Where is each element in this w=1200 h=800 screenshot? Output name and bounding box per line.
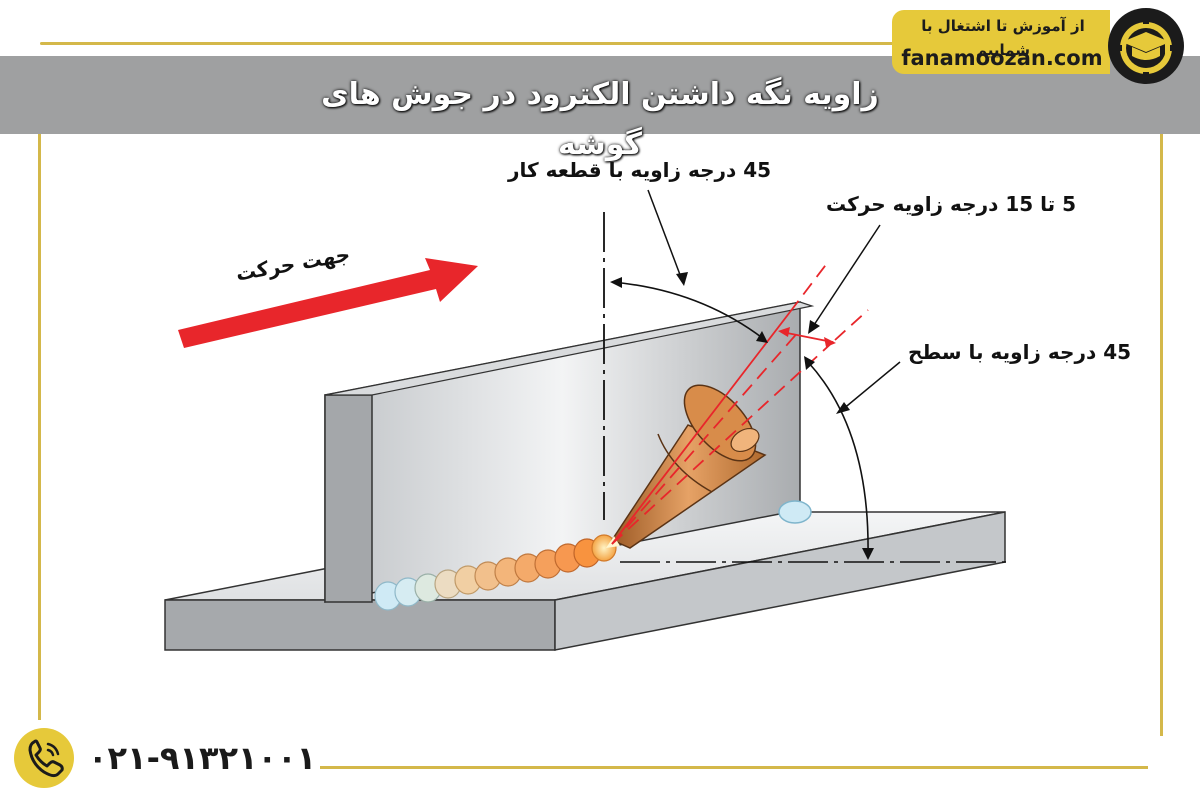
page-title: زاویه نگه داشتن الکترود در جوش های گوشه — [321, 77, 879, 162]
electrode — [606, 384, 767, 549]
phone-number[interactable]: ۰۲۱-۹۱۳۲۱۰۰۱ — [88, 739, 317, 777]
angle-guides — [611, 261, 869, 545]
frame-line-right — [1160, 96, 1163, 736]
weld-bead — [374, 534, 617, 611]
travel-angle-label: 5 تا 15 درجه زاویه حرکت — [826, 192, 1077, 216]
brand-url[interactable]: fanamoozan.com — [901, 46, 1103, 70]
frame-line-top — [40, 42, 900, 45]
brand-banner — [892, 10, 1110, 74]
work-angle-label: 45 درجه زاویه با قطعه کار — [508, 158, 772, 182]
brand-slogan: از آموزش تا اشتغال با شماییم — [921, 17, 1085, 59]
frame-line-left — [38, 60, 41, 720]
angle-arcs — [610, 277, 874, 560]
weld-end-bead — [778, 500, 812, 524]
phone-icon[interactable] — [12, 726, 76, 790]
frame-line-bottom — [320, 766, 1148, 769]
surface-angle-label: 45 درجه زاویه با سطح — [908, 340, 1132, 364]
graduation-cap-gear-icon[interactable] — [1104, 4, 1188, 88]
leader-lines — [647, 189, 901, 414]
travel-direction-arrow — [178, 258, 478, 348]
